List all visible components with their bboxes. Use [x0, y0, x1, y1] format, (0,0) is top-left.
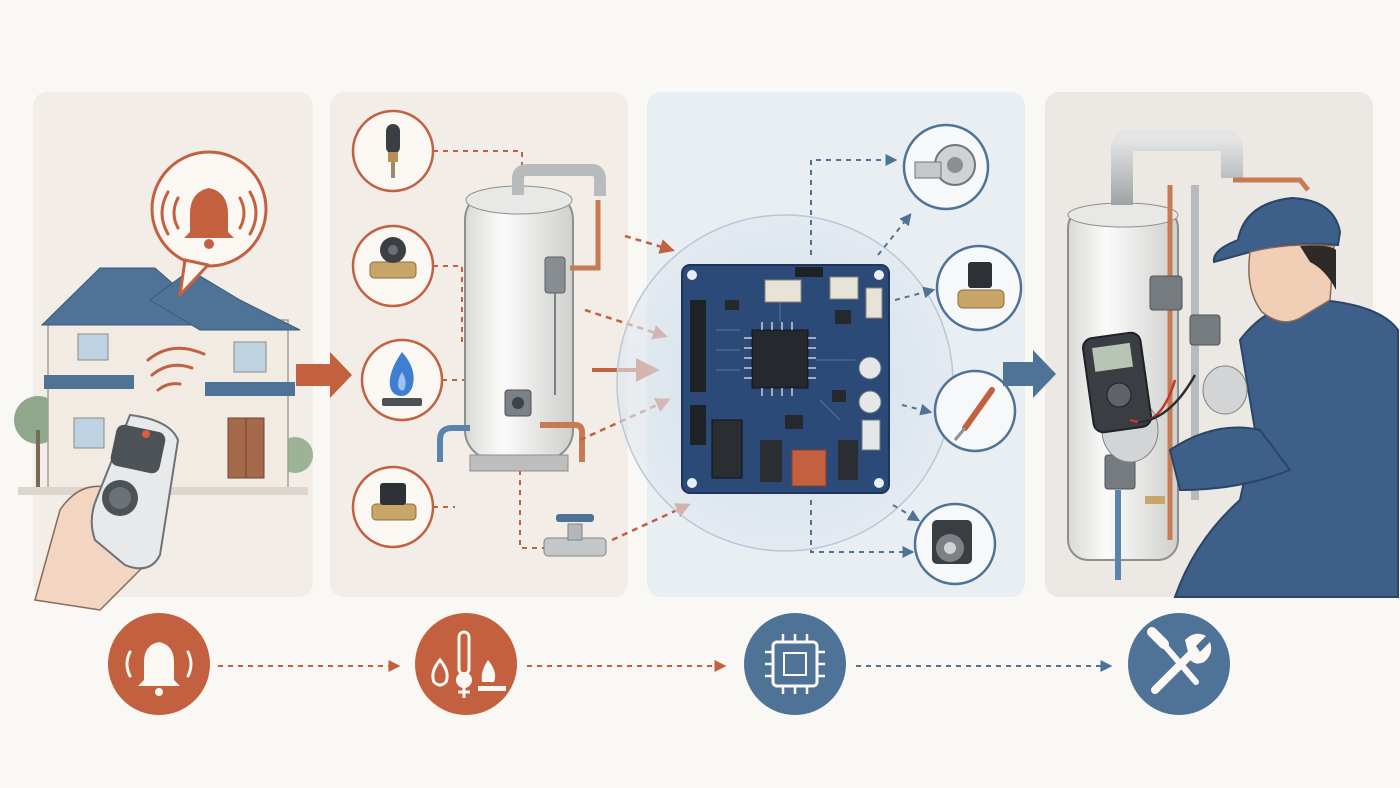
wrench-screwdriver-icon: [1128, 613, 1230, 715]
pump-motor-icon: [913, 502, 997, 586]
igniter-probe-icon: [933, 369, 1017, 453]
output-connectors: [810, 154, 936, 558]
alarm-bell-icon: [108, 613, 210, 715]
flow-arrow-3: [1003, 350, 1056, 398]
solenoid-valve-icon: [935, 244, 1023, 332]
sensor-inputs-icon: [415, 613, 517, 715]
flow-arrow-1: [296, 352, 352, 398]
flame-icon: [360, 338, 444, 422]
water-heater-icon: [437, 164, 606, 472]
water-tap-icon: [543, 514, 607, 557]
blower-fan-icon: [902, 123, 990, 211]
gas-valve-icon: [351, 465, 435, 549]
technician-icon: [1101, 196, 1399, 598]
pressure-valve-icon: [351, 224, 435, 308]
multimeter-icon: [1082, 331, 1197, 434]
bell-icon: [150, 150, 268, 297]
temperature-sensor-icon: [351, 109, 435, 193]
remote-control-icon[interactable]: [90, 413, 180, 570]
microchip-icon: [744, 613, 846, 715]
signal-waves-icon: [146, 346, 206, 392]
circuit-board-icon: [681, 264, 890, 494]
